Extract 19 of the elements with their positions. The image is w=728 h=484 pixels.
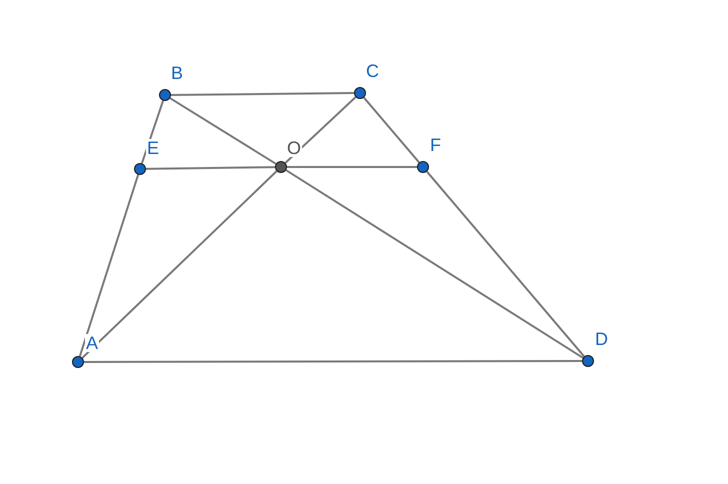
line-segment (146, 166, 276, 170)
line-segment (286, 169, 584, 359)
point-label: O (286, 139, 302, 157)
point-label: D (594, 330, 609, 348)
point-label: A (85, 334, 100, 352)
line-segment (84, 360, 582, 363)
line-segment (170, 97, 276, 165)
line-segment (78, 174, 140, 357)
point-label: C (365, 62, 380, 80)
line-segment (284, 96, 356, 164)
point-label: B (170, 64, 184, 82)
line-segment (426, 170, 585, 358)
line-segment (287, 166, 417, 168)
line-segment (170, 92, 354, 96)
line-segment (363, 96, 420, 164)
line-segment (82, 170, 278, 359)
line-segment (140, 100, 164, 164)
point-label: F (429, 136, 442, 154)
point-label: E (146, 139, 160, 157)
